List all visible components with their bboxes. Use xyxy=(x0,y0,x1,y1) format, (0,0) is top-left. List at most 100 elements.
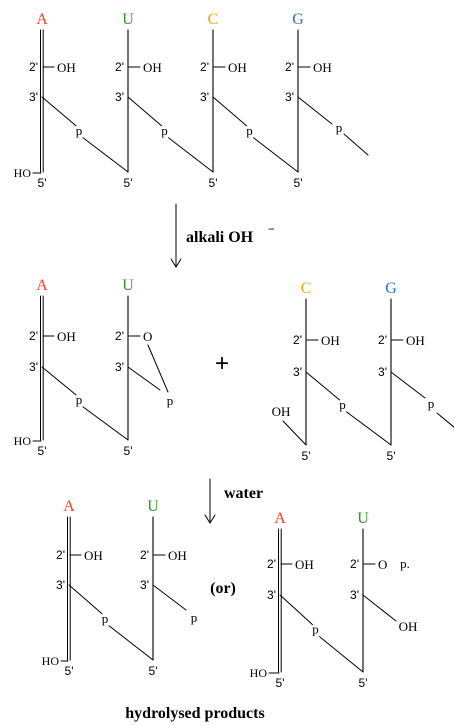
label-3-prime: 3' xyxy=(293,365,302,379)
label-2-prime: 2' xyxy=(293,333,302,347)
plus-sign: + xyxy=(215,350,229,377)
phosphate-bond xyxy=(212,96,247,127)
phosphate-label: p xyxy=(191,610,198,625)
phosphate-bond xyxy=(152,584,187,611)
step-label-alkali: alkali OH xyxy=(186,229,254,246)
conjunction-or: (or) xyxy=(210,580,236,597)
label-5-prime: 5' xyxy=(149,664,158,678)
phosphate-bond xyxy=(127,96,162,127)
hydroxyl-label: OH xyxy=(84,548,103,563)
label-5-prime: 5' xyxy=(124,444,133,458)
base-u: U xyxy=(147,498,159,515)
label-2-prime: 2' xyxy=(200,60,209,74)
reaction-arrow-2-head xyxy=(204,514,211,524)
phosphate-bond xyxy=(82,406,129,441)
hydroxyl-label: OH xyxy=(57,60,76,75)
reaction-arrow-1-head xyxy=(170,258,177,268)
hydroxyl-label: OH xyxy=(295,557,314,572)
caption-hydrolysed-products: hydrolysed products xyxy=(125,705,264,722)
label-3-prime: 3' xyxy=(29,90,38,104)
label-2-prime: 2' xyxy=(29,60,38,74)
cyclic-phosphate-label: p xyxy=(167,393,174,408)
label-5-prime: 5' xyxy=(38,444,47,458)
hydroxyl-label: OH xyxy=(313,60,332,75)
label-3-prime: 3' xyxy=(29,360,38,374)
ho-5-prime-label: HO xyxy=(42,654,60,668)
hydroxyl-label: OH xyxy=(406,333,425,348)
hydroxyl-label: OH xyxy=(321,333,340,348)
phosphate-bond xyxy=(41,366,77,396)
oh-bond xyxy=(282,420,307,446)
phosphate-bond xyxy=(343,133,369,156)
base-a: A xyxy=(36,11,48,28)
phosphate-bond xyxy=(305,371,340,401)
phosphate-bond xyxy=(253,137,299,173)
phosphate-label: p xyxy=(246,123,253,138)
base-u: U xyxy=(122,277,134,294)
hydroxyl-label: OH xyxy=(168,548,187,563)
label-2-prime: 2' xyxy=(285,60,294,74)
label-2-prime: 2' xyxy=(115,60,124,74)
ho-5-prime-label: HO xyxy=(14,166,32,180)
phosphate-label: p xyxy=(76,123,83,138)
hydroxyl-label: OH xyxy=(143,60,162,75)
cyclic-phosphate-bond xyxy=(147,344,169,393)
label-2-prime: 2' xyxy=(350,557,359,571)
hydroxyl-label: O xyxy=(143,329,152,344)
label-2-prime: 2' xyxy=(267,557,276,571)
label-5-prime: 5' xyxy=(276,676,285,690)
phosphate-label: p xyxy=(336,120,343,135)
base-g: G xyxy=(385,280,397,297)
reaction-arrow-2-head xyxy=(209,514,216,524)
phosphate-label: p xyxy=(339,397,346,412)
label-5-prime: 5' xyxy=(65,664,74,678)
label-3-prime: 3' xyxy=(140,578,149,592)
label-3-prime: 3' xyxy=(115,90,124,104)
ho-5-prime-label: HO xyxy=(250,666,268,680)
base-u: U xyxy=(357,510,369,527)
label-5-prime: 5' xyxy=(209,176,218,190)
base-c: C xyxy=(301,280,312,297)
phosphate-bond xyxy=(390,371,426,399)
label-2-prime: 2' xyxy=(140,548,149,562)
phosphate-label: p xyxy=(76,392,83,407)
reaction-arrow-1-head xyxy=(175,258,182,268)
label-3-prime: 3' xyxy=(350,588,359,602)
label-2-prime: 2' xyxy=(115,329,124,343)
phosphate-bond xyxy=(279,594,313,626)
hydroxyl-label: OH xyxy=(272,404,291,419)
base-u: U xyxy=(122,11,134,28)
phosphate-2-prime-label: p. xyxy=(400,556,410,571)
ho-5-prime-label: HO xyxy=(14,434,32,448)
phosphate-bond xyxy=(346,411,392,446)
base-c: C xyxy=(208,11,219,28)
label-5-prime: 5' xyxy=(359,676,368,690)
phosphate-bond xyxy=(108,625,154,661)
label-3-prime: 3' xyxy=(56,578,65,592)
label-3-prime: 3' xyxy=(267,588,276,602)
phosphate-label: p xyxy=(161,123,168,138)
step-label-water: water xyxy=(224,485,263,502)
phosphate-label: p xyxy=(312,622,319,637)
label-2-prime: 2' xyxy=(56,548,65,562)
phosphate-bond xyxy=(297,96,333,125)
label-2-prime: 2' xyxy=(378,333,387,347)
hydroxyl-label: OH xyxy=(57,329,76,344)
base-a: A xyxy=(36,277,48,294)
label-3-prime: 3' xyxy=(200,90,209,104)
oh-bond xyxy=(362,594,397,622)
phosphate-bond xyxy=(68,584,103,615)
phosphate-bond xyxy=(319,636,364,673)
label-5-prime: 5' xyxy=(38,176,47,190)
hydroxyl-label: O xyxy=(378,557,387,572)
label-3-prime: 3' xyxy=(115,360,124,374)
base-a: A xyxy=(63,498,75,515)
hydroxyl-label: OH xyxy=(399,619,418,634)
base-a: A xyxy=(274,510,286,527)
base-g: G xyxy=(292,11,304,28)
label-5-prime: 5' xyxy=(302,449,311,463)
hydroxyl-label: OH xyxy=(228,60,247,75)
label-5-prime: 5' xyxy=(124,176,133,190)
